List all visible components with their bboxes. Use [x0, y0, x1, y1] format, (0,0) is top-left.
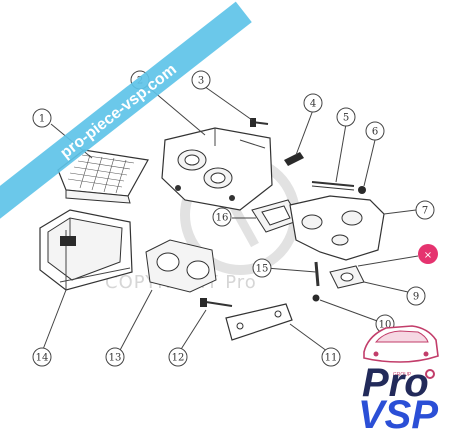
logo-group-text: GROUP: [393, 372, 412, 378]
part-plate: [225, 303, 293, 341]
part-stud: [314, 261, 320, 287]
part-air-filter: [57, 149, 149, 204]
callout-1: 1: [32, 108, 52, 128]
callout-label-16: 16: [216, 213, 229, 224]
callout-11: 11: [321, 347, 341, 367]
part-intake-body: [161, 127, 273, 211]
callout-label-12: 12: [172, 353, 185, 364]
callout-16: 16: [212, 207, 232, 227]
part-bolt: [200, 298, 233, 307]
car-icon: [363, 325, 439, 363]
ribbon-band: [0, 1, 252, 220]
part-screw: [250, 118, 269, 127]
callout-6: 6: [365, 121, 385, 141]
part-gasket: [251, 199, 301, 233]
callout-label-11: 11: [325, 353, 338, 364]
logo-dot-icon: [425, 369, 435, 379]
callout-label-15: 15: [256, 264, 269, 275]
callout-label-7: 7: [422, 206, 428, 217]
callout-15: 15: [252, 258, 272, 278]
callout-label-6: 6: [372, 127, 378, 138]
close-marker-icon[interactable]: ×: [424, 250, 432, 261]
callout-8-marker[interactable]: ×: [418, 244, 438, 264]
callout-3: 3: [191, 70, 211, 90]
callout-label-13: 13: [109, 353, 122, 364]
part-manifold: [289, 195, 385, 261]
callout-14: 14: [32, 347, 52, 367]
callout-5: 5: [336, 107, 356, 127]
part-intake-gasket: [145, 239, 217, 293]
callout-label-4: 4: [310, 99, 316, 110]
callout-label-14: 14: [36, 353, 49, 364]
callout-label-10: 10: [379, 320, 392, 331]
callout-label-1: 1: [39, 114, 45, 125]
part-clip: [284, 152, 304, 166]
callout-7: 7: [415, 200, 435, 220]
ribbon-url-text: pro-piece-vsp.com: [57, 61, 180, 162]
part-flange-gasket: [329, 265, 365, 289]
callout-label-3: 3: [198, 76, 204, 87]
callout-13: 13: [105, 347, 125, 367]
callout-4: 4: [303, 93, 323, 113]
part-rod: [311, 181, 355, 191]
callout-12: 12: [168, 347, 188, 367]
callout-label-5: 5: [343, 113, 349, 124]
provsp-logo: GROUP Pro VSP: [358, 325, 439, 437]
part-air-box: [39, 209, 133, 291]
logo-vsp-text: VSP: [358, 393, 438, 437]
part-small-nut: [312, 294, 320, 302]
callout-label-9: 9: [413, 292, 419, 303]
callout-9: 9: [406, 286, 426, 306]
part-nut: [358, 186, 366, 194]
logo-pro-text: Pro: [362, 361, 429, 405]
